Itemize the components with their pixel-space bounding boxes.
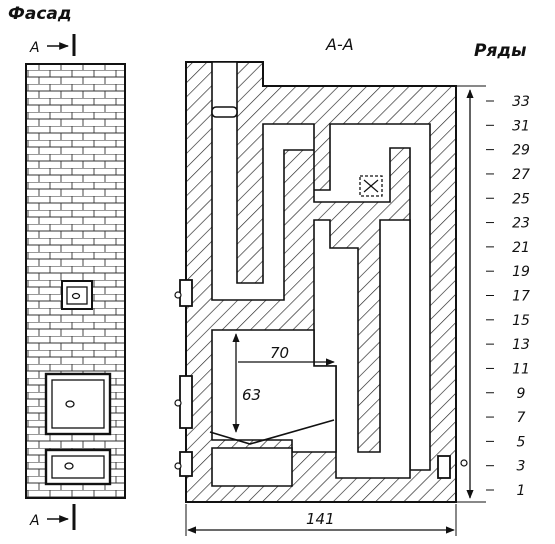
row-tick-label: 33	[512, 94, 530, 110]
firebox-door	[44, 372, 112, 436]
row-tick-label: 5	[517, 434, 526, 450]
dimension-70-label: 70	[270, 344, 289, 362]
row-tick-label: 25	[512, 191, 530, 207]
row-tick-label: 27	[512, 167, 530, 183]
row-tick-label: 9	[517, 386, 526, 402]
chimney-valve	[211, 106, 238, 118]
cut-label-bottom: A	[29, 513, 40, 529]
chimney-and-descending-flue	[211, 61, 431, 471]
row-tick-label: 1	[517, 483, 526, 499]
row-tick-label: 15	[512, 313, 530, 329]
section-view: А-А	[174, 35, 468, 536]
row-tick-label: 3	[517, 459, 526, 475]
flue-channels	[209, 61, 431, 487]
cleanout-door	[61, 280, 93, 310]
grate-line	[209, 419, 335, 445]
damper	[359, 175, 383, 197]
row-tick-label: 31	[512, 118, 530, 134]
facade-title: Фасад	[8, 4, 72, 24]
section-title: А-А	[325, 35, 354, 54]
row-tick-label: 17	[512, 289, 530, 305]
dimension-overall-width: 141	[185, 504, 457, 536]
dimension-141-label: 141	[306, 510, 335, 528]
dimension-63-label: 63	[242, 386, 261, 404]
rows-title: Ряды	[474, 41, 526, 61]
ash-pit	[211, 447, 293, 487]
facade-view: Фасад A A	[8, 4, 126, 530]
row-tick-label: 13	[512, 337, 530, 353]
section-door-frames	[174, 279, 468, 479]
row-tick-label: 23	[512, 216, 530, 232]
cut-marker-bottom: A	[29, 504, 76, 530]
dimension-firebox-depth: 70	[238, 344, 335, 366]
row-tick-label: 21	[512, 240, 530, 256]
row-tick-label: 7	[517, 410, 526, 426]
ash-pit-door	[44, 448, 112, 486]
cut-label-top: A	[29, 40, 40, 56]
row-tick-label: 29	[512, 143, 530, 159]
dimension-firebox-height: 63	[232, 333, 261, 433]
cut-marker-top: A	[29, 34, 76, 56]
row-tick-label: 19	[512, 264, 530, 280]
row-tick-label: 11	[512, 361, 530, 377]
